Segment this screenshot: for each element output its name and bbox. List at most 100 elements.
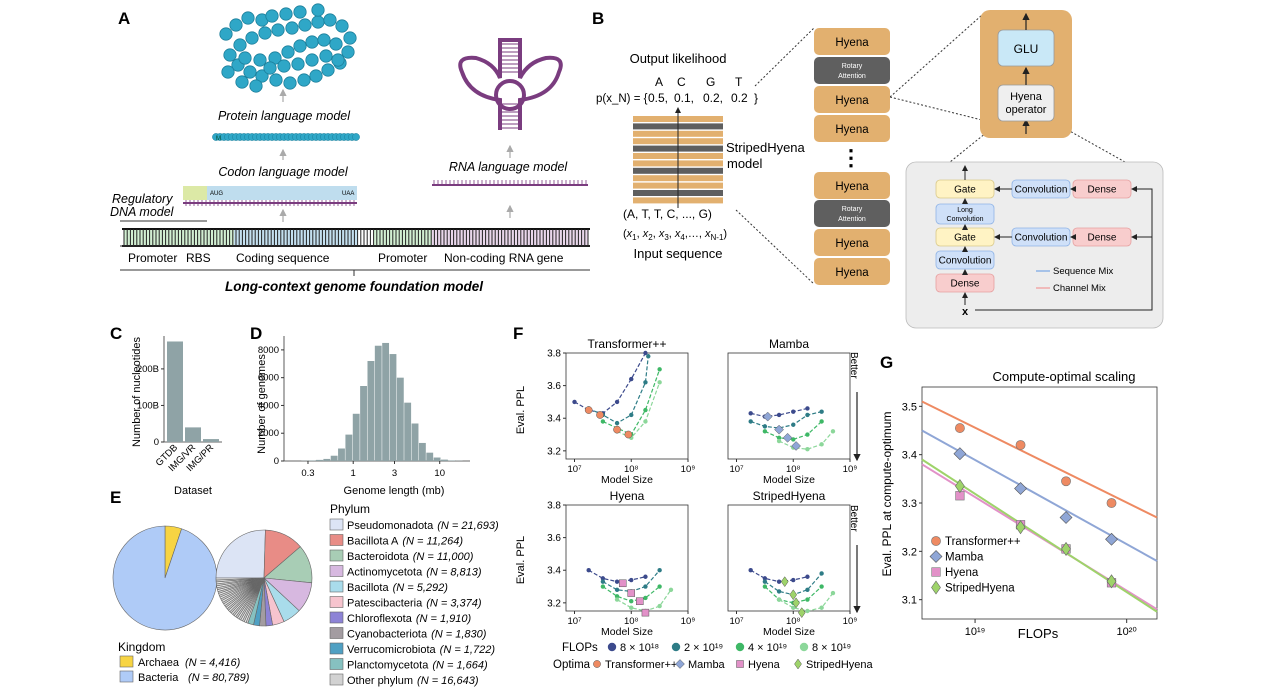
- phylum-title: Phylum: [330, 502, 370, 516]
- legend-flops-marker-3: [800, 643, 808, 651]
- protein-bead: [254, 54, 266, 66]
- phylum-n-1: (N = 11,264): [402, 536, 463, 548]
- g-xlabel: FLOPs: [1018, 626, 1059, 641]
- phylum-name-4: Bacillota: [347, 582, 389, 594]
- phylum-slice-0: [216, 530, 265, 578]
- d-ytick-label: 2000: [258, 428, 279, 439]
- model-name: StripedHyena: [726, 140, 806, 155]
- kingdom-slice-1: [113, 526, 217, 630]
- f-subplot-frame-1: [728, 353, 850, 459]
- f-series-point: [805, 447, 809, 451]
- legend-flops-label-0: 8 × 10¹⁸: [620, 642, 659, 654]
- g-point-1: [1015, 483, 1027, 495]
- f-xtick-label: 10⁹: [681, 616, 696, 627]
- g-legend-label-1: Mamba: [945, 552, 984, 564]
- f-optimum-marker: [781, 577, 788, 587]
- f-subplot-frame-0: [566, 353, 688, 459]
- protein-bead: [270, 74, 282, 86]
- f-series-point: [615, 579, 619, 583]
- protein-bead: [250, 80, 262, 92]
- f-xlabel-1: Model Size: [763, 474, 815, 486]
- d-hist-bar: [316, 460, 323, 461]
- f-series-point: [657, 584, 661, 588]
- f-xtick-label: 10⁹: [843, 616, 858, 627]
- d-hist-bar: [412, 424, 419, 462]
- input-sequence-title: Input sequence: [634, 246, 723, 261]
- f-series-point: [615, 400, 619, 404]
- phylum-n-4: (N = 5,292): [393, 582, 449, 594]
- c-ytick-label: 200B: [137, 364, 159, 375]
- f-series-point: [629, 377, 633, 381]
- g-point-0: [1061, 477, 1070, 486]
- segment-promoter-2: Promoter: [378, 251, 427, 265]
- hyena-operator-label-1: Hyena: [1010, 91, 1043, 103]
- g-point-0: [1016, 440, 1025, 449]
- f-xtick-label: 10⁷: [568, 616, 583, 627]
- f-series-point: [586, 568, 590, 572]
- d-hist-bar: [338, 449, 345, 462]
- hyena-operator-label-2: operator: [1006, 104, 1047, 116]
- protein-bead: [322, 64, 334, 76]
- f-subplot-frame-2: [566, 505, 688, 611]
- legend-optima-marker-0: [593, 660, 600, 667]
- phylum-swatch-4: [330, 581, 343, 592]
- phylum-n-2: (N = 11,000): [413, 551, 474, 563]
- c-ytick-label: 0: [154, 437, 159, 448]
- f-series-point: [777, 439, 781, 443]
- protein-bead: [318, 34, 330, 46]
- protein-chain: [212, 133, 359, 140]
- phylum-name-0: Pseudomonadota: [347, 520, 434, 532]
- f-subplot-title-3: StripedHyena: [753, 489, 826, 503]
- g-legend-label-2: Hyena: [945, 567, 979, 579]
- protein-bead: [292, 58, 304, 70]
- kingdom-swatch-0: [120, 656, 133, 667]
- protein-model-label: Protein language model: [218, 109, 351, 123]
- phylum-swatch-5: [330, 597, 343, 608]
- f-series-point: [819, 410, 823, 414]
- c-bar-gtdb: [167, 341, 183, 442]
- gate-2: Gate: [954, 233, 976, 244]
- rna-model-label: RNA language model: [449, 160, 569, 174]
- rna-structure-image: [460, 40, 561, 130]
- hyena-block-label: Hyena: [835, 37, 869, 49]
- kingdom-title: Kingdom: [118, 640, 165, 654]
- panel-label-a: A: [118, 9, 130, 28]
- hyena-block-label: Hyena: [835, 238, 869, 250]
- protein-bead: [266, 10, 278, 22]
- phylum-swatch-7: [330, 628, 343, 639]
- codon-model-label: Codon language model: [218, 165, 348, 179]
- g-point-1: [1106, 533, 1118, 545]
- f-series-point: [791, 410, 795, 414]
- g-xtick-label: 10²⁰: [1117, 626, 1138, 638]
- dense-2: Dense: [1088, 233, 1117, 244]
- d-hist-bar: [375, 346, 382, 461]
- f-series-point: [791, 423, 795, 427]
- f-series-point: [819, 571, 823, 575]
- c-bar-img-pr: [203, 439, 219, 442]
- f-xtick-label: 10⁹: [681, 464, 696, 475]
- f-ytick-label: 3.8: [547, 501, 561, 512]
- d-hist-bar: [353, 414, 360, 461]
- f-series-point: [805, 406, 809, 410]
- f-series-point: [643, 419, 647, 423]
- phylum-name-7: Cyanobacteriota: [347, 629, 428, 641]
- d-hist-bar: [323, 459, 330, 461]
- protein-bead: [312, 4, 324, 16]
- c-ylabel: Number of nucleotides: [131, 336, 143, 447]
- f-series-point: [805, 588, 809, 592]
- phylum-swatch-0: [330, 519, 343, 530]
- protein-bead: [224, 49, 236, 61]
- regulatory-model-label-2: DNA model: [110, 205, 175, 219]
- panel-b: B Output likelihood A C G T p(x_N) = { 0…: [592, 9, 1163, 328]
- aug-label: AUG: [210, 191, 223, 197]
- f-ytick-label: 3.4: [547, 414, 561, 425]
- g-ytick-label: 3.4: [902, 450, 917, 462]
- f-ytick-label: 3.2: [547, 446, 561, 457]
- d-hist-bar: [397, 378, 404, 461]
- phylum-swatch-8: [330, 643, 343, 654]
- f-series-point: [763, 429, 767, 433]
- f-series-point: [572, 400, 576, 404]
- legend-flops-marker-0: [608, 643, 616, 651]
- protein-bead: [278, 60, 290, 72]
- prob-close: }: [754, 91, 758, 105]
